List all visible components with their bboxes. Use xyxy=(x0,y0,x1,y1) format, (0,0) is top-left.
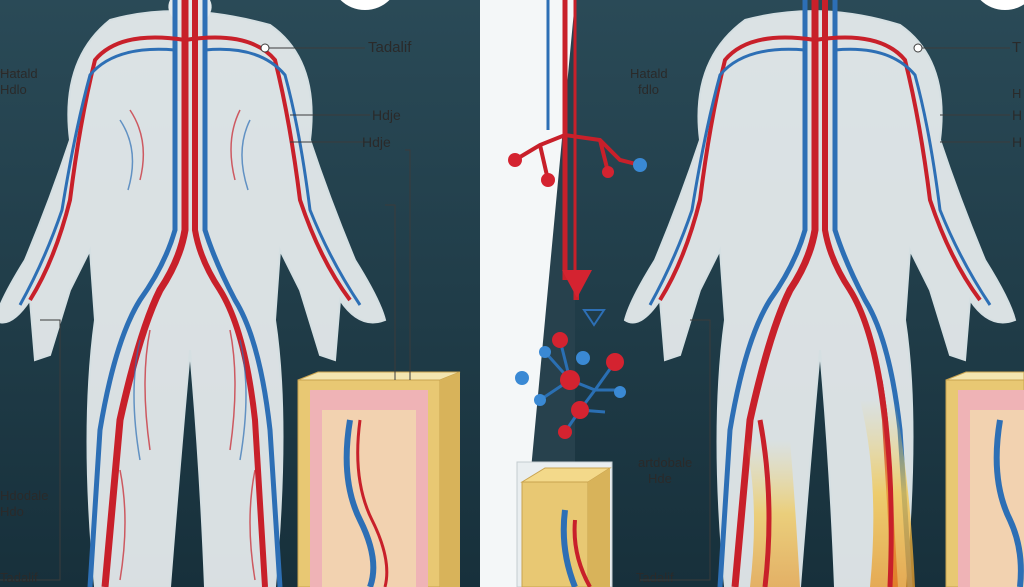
arrow-down-icon xyxy=(562,270,606,327)
right-leader-lines xyxy=(640,43,1010,581)
left-body-figure xyxy=(0,0,387,587)
center-label-mid-1: artdobale xyxy=(638,455,692,470)
right-tissue-block xyxy=(945,371,1024,587)
molecule-icon xyxy=(508,132,647,187)
left-label-upper-left-2: Hdlo xyxy=(0,82,27,97)
top-badge-left xyxy=(340,0,390,10)
right-label-top-right: T xyxy=(1012,39,1021,56)
center-vessels xyxy=(546,0,577,300)
left-tissue-block xyxy=(297,371,461,587)
right-label-mid-right-3: H xyxy=(1012,134,1022,150)
right-label-upper-left-2: fdlo xyxy=(638,82,659,97)
right-label-mid-right-2: H xyxy=(1012,107,1022,123)
right-body-figure xyxy=(623,0,1017,587)
left-label-bottom-left-2: Hdo xyxy=(0,504,24,519)
top-badge-right xyxy=(980,0,1024,10)
center-tissue-block xyxy=(516,461,613,587)
left-label-bottom-left-1: Hdodale xyxy=(0,488,48,503)
left-label-bottom-left-3: Tadalif xyxy=(0,570,38,585)
center-panel-curve xyxy=(520,0,575,587)
left-label-upper-left: Hatald xyxy=(0,66,38,81)
left-label-top-right: Tadalif xyxy=(368,39,412,56)
center-label-bottom: Tadalif xyxy=(636,570,674,585)
left-label-mid-right-2: Hdje xyxy=(362,134,391,150)
molecule-icon-lower xyxy=(515,332,626,439)
right-label-upper-left: Hatald xyxy=(630,66,668,81)
right-label-mid-right-1: H xyxy=(1012,86,1021,101)
left-leader-lines xyxy=(0,43,411,581)
left-label-mid-right-1: Hdje xyxy=(372,107,401,123)
center-label-mid-2: Hde xyxy=(648,471,672,486)
